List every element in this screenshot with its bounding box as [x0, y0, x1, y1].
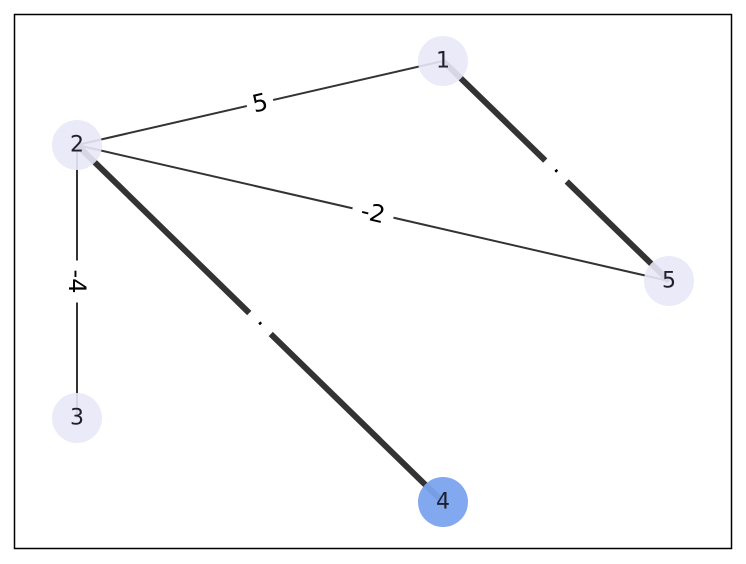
- node-label-2: 2: [70, 133, 84, 158]
- node-label-1: 1: [436, 49, 450, 74]
- edge-label-group-1-5: ·: [535, 150, 577, 192]
- edge-label-group-2-4: ·: [239, 303, 281, 344]
- node-1: 1: [418, 36, 468, 86]
- edge-label-2-3: -4: [63, 270, 91, 294]
- node-circle-2: [52, 120, 102, 170]
- node-label-5: 5: [662, 269, 676, 294]
- edge-label-group-2-3: -4: [63, 260, 91, 303]
- edge-label-group-2-5: -2: [349, 194, 397, 232]
- edge-label-background: [535, 150, 577, 192]
- node-label-3: 3: [70, 406, 84, 431]
- plot-frame: [13, 13, 733, 550]
- node-2: 2: [52, 120, 102, 170]
- node-4: 4: [418, 477, 468, 527]
- node-circle-5: [644, 256, 694, 306]
- node-circle-1: [418, 36, 468, 86]
- edge-label-background: [243, 86, 277, 120]
- node-5: 5: [644, 256, 694, 306]
- edge-label-background: [349, 194, 397, 232]
- node-label-4: 4: [436, 490, 450, 515]
- nodes-layer: 1 2 3 4 5: [52, 36, 694, 527]
- node-circle-3: [52, 393, 102, 443]
- edge-label-2-1: 5: [249, 88, 270, 119]
- edge-labels-layer: 5 -2 -4 · ·: [63, 86, 577, 344]
- edge-label-background: [63, 260, 91, 303]
- node-circle-4: [418, 477, 468, 527]
- edge-label-background: [239, 303, 281, 344]
- node-3: 3: [52, 393, 102, 443]
- edge-label-group-2-1: 5: [243, 86, 277, 120]
